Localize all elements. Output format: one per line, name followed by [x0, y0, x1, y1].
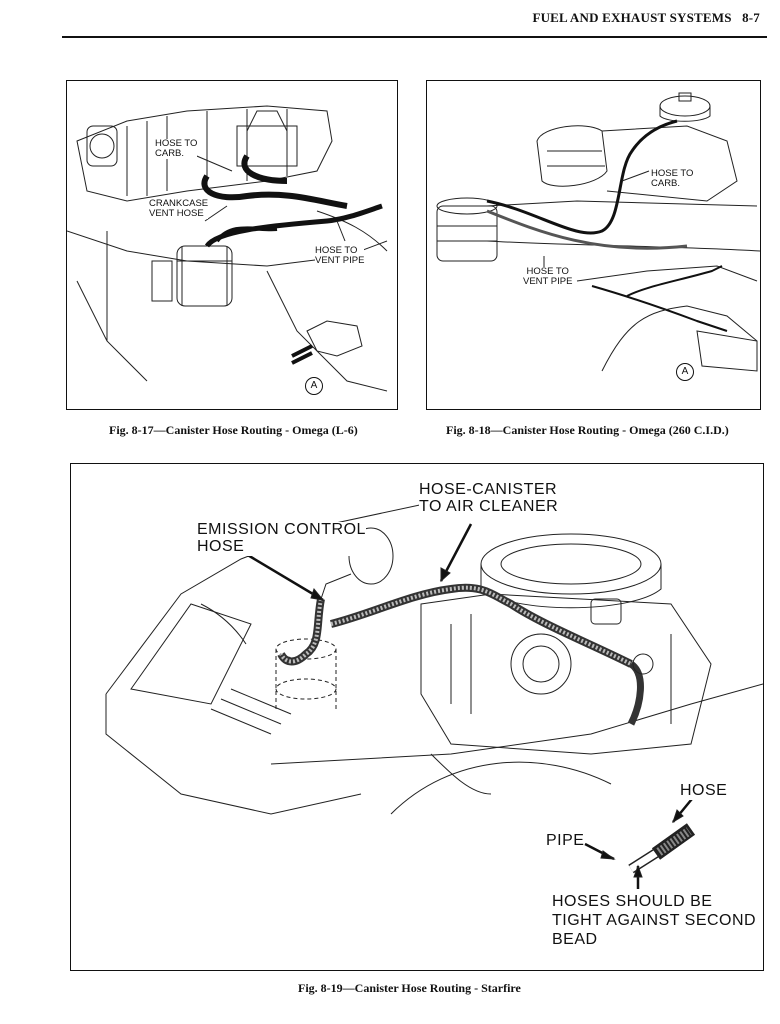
fig17-label-hose-to-carb: HOSE TO CARB.	[155, 138, 198, 159]
figure-8-17: HOSE TO CARB. CRANKCASE VENT HOSE HOSE T…	[66, 80, 398, 410]
fig19-label-emission-control: EMISSION CONTROL HOSE	[197, 521, 366, 556]
fig17-label-crankcase-vent: CRANKCASE VENT HOSE	[149, 198, 209, 219]
fig17-label-hose-to-vent: HOSE TO VENT PIPE	[315, 245, 365, 266]
figure-8-19: HOSE-CANISTER TO AIR CLEANER EMISSION CO…	[70, 463, 764, 971]
fig18-illustration	[436, 92, 760, 372]
page-number: 8-7	[742, 10, 760, 25]
fig18-caption: Fig. 8-18—Canister Hose Routing - Omega …	[446, 423, 729, 437]
fig19-label-note: HOSES SHOULD BE TIGHT AGAINST SECOND BEA…	[552, 892, 757, 950]
header-rule	[62, 36, 767, 38]
fig17-detail-marker: A	[305, 377, 323, 395]
figure-8-18: HOSE TO CARB. HOSE TO VENT PIPE A	[426, 80, 761, 410]
fig19-label-hose-canister: HOSE-CANISTER TO AIR CLEANER	[419, 481, 559, 516]
page-header: FUEL AND EXHAUST SYSTEMS 8-7	[532, 10, 760, 26]
fig19-caption: Fig. 8-19—Canister Hose Routing - Starfi…	[298, 981, 521, 995]
section-title: FUEL AND EXHAUST SYSTEMS	[532, 10, 732, 25]
fig18-detail-marker: A	[676, 363, 694, 381]
fig18-label-hose-to-vent: HOSE TO VENT PIPE	[523, 266, 573, 287]
fig17-caption: Fig. 8-17—Canister Hose Routing - Omega …	[109, 423, 358, 437]
fig18-label-hose-to-carb: HOSE TO CARB.	[651, 168, 694, 189]
fig19-illustration	[105, 493, 763, 889]
fig19-label-pipe: PIPE	[546, 832, 585, 850]
fig19-label-hose: HOSE	[680, 782, 728, 800]
